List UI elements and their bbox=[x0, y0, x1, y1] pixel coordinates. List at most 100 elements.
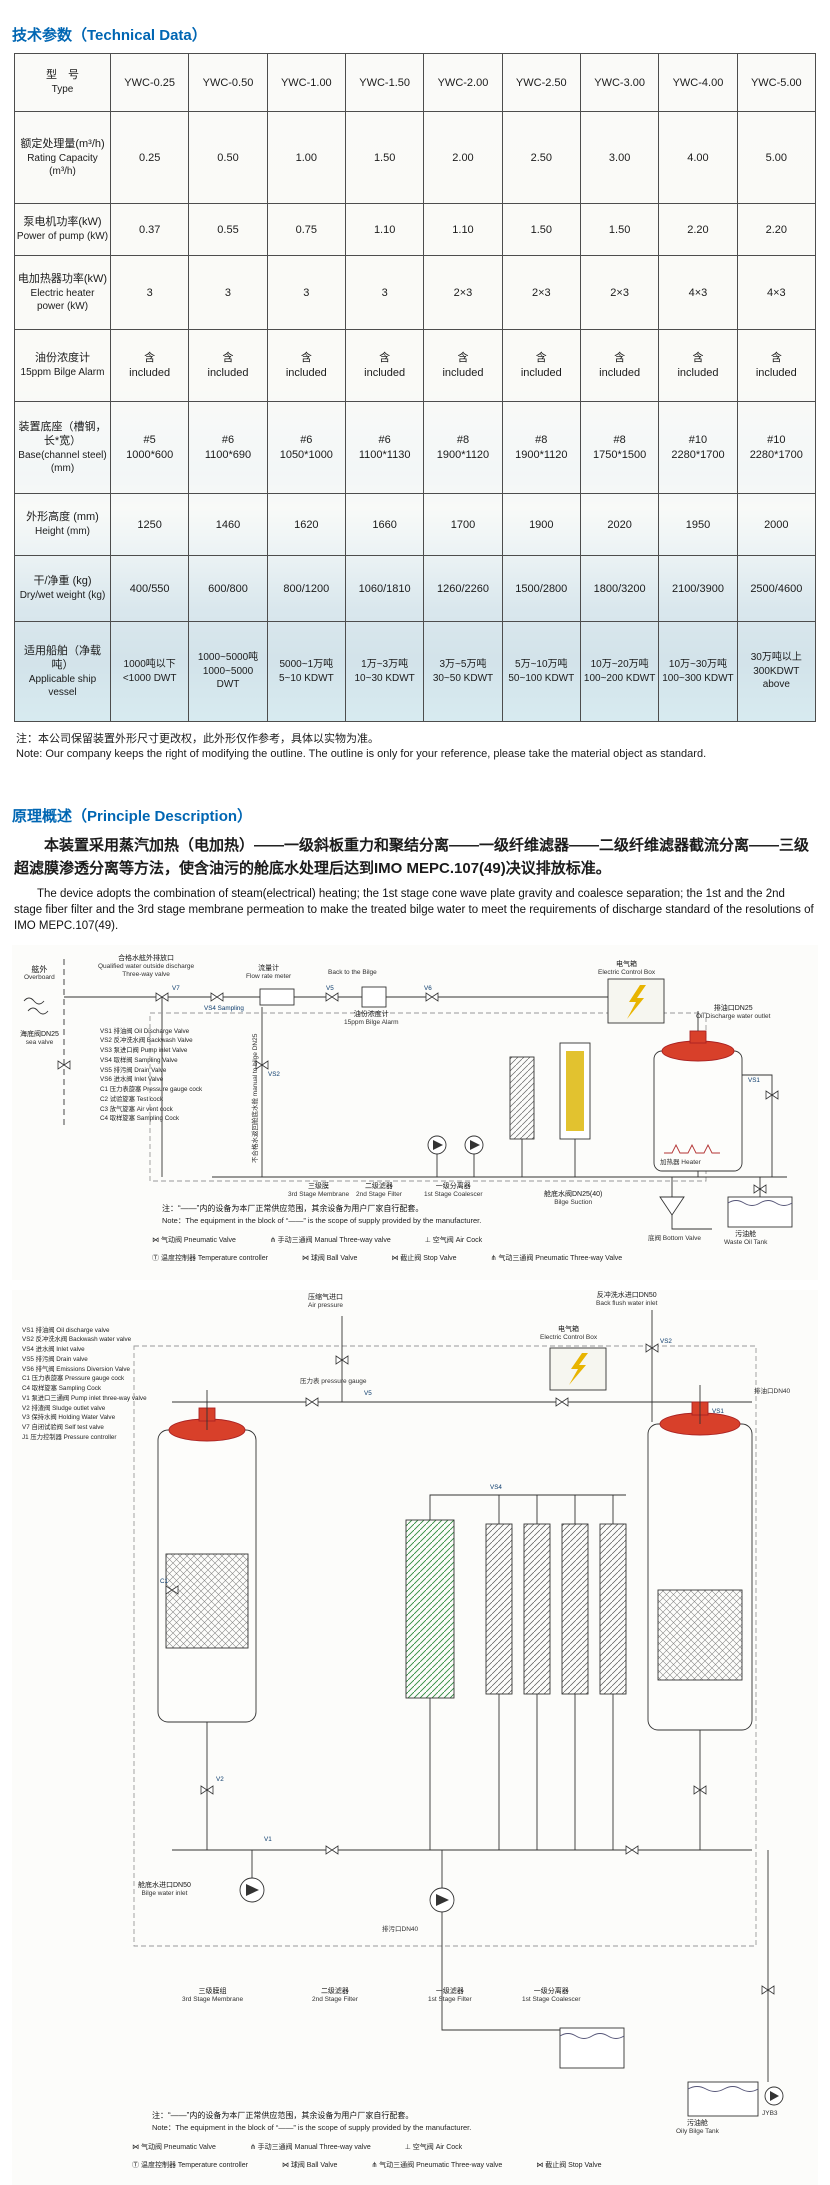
row-label: 干/净重 (kg) Dry/wet weight (kg) bbox=[14, 555, 111, 622]
electric-control-box bbox=[549, 1347, 607, 1391]
row-label: 油份浓度计 15ppm Bilge Alarm bbox=[14, 329, 111, 402]
row-height: 外形高度 (mm) Height (mm) 1250 1460 1620 166… bbox=[14, 493, 817, 556]
cell: 0.37 bbox=[109, 203, 190, 256]
back-to-bilge-label: Back to the Bilge bbox=[328, 968, 377, 976]
cell: 3.00 bbox=[579, 111, 660, 204]
legend-item: ⋔ 气动三通阀 Pneumatic Three-way valve bbox=[371, 2161, 503, 2169]
cell: 1260/2260 bbox=[423, 555, 503, 622]
principle-text-en: The device adopts the combination of ste… bbox=[14, 888, 814, 933]
cell: 0.50 bbox=[188, 111, 268, 204]
legend-item: ⊥ 空气阀 Air Cock bbox=[424, 1236, 483, 1244]
cell: 2×3 bbox=[501, 255, 581, 330]
sea-waves-icon bbox=[23, 997, 49, 1015]
model-header: YWC-5.00 bbox=[736, 53, 817, 112]
cell: 2.20 bbox=[736, 203, 817, 256]
cell: 0.55 bbox=[188, 203, 268, 256]
pump-icon bbox=[427, 1135, 447, 1155]
cell: 2.20 bbox=[658, 203, 738, 256]
model-header: YWC-1.50 bbox=[344, 53, 425, 112]
diagram2-legend-row2: Ⓣ 温度控制器 Temperature controller ⋈ 球阀 Ball… bbox=[132, 2160, 634, 2170]
valve-tag: V6 bbox=[424, 984, 432, 992]
valve-tag: V5 bbox=[326, 984, 334, 992]
cell: 3 bbox=[344, 255, 425, 330]
pump-icon bbox=[239, 1877, 265, 1903]
pump-icon bbox=[464, 1135, 484, 1155]
diagram1-legend-row2: Ⓣ 温度控制器 Temperature controller ⋈ 球阀 Ball… bbox=[152, 1253, 654, 1263]
bottom-piping bbox=[212, 1074, 787, 1178]
cell: 2500/4600 bbox=[736, 555, 817, 622]
principle-text-cn: 本装置采用蒸汽加热（电加热）——一级斜板重力和聚结分离——一级纤维滤器——二级纤… bbox=[14, 836, 810, 878]
cell: 1900 bbox=[501, 493, 581, 556]
cell: 2×3 bbox=[579, 255, 660, 330]
cell: 2.00 bbox=[423, 111, 503, 204]
cell: 2100/3900 bbox=[658, 555, 738, 622]
diagram1-note-cn: 注：“——”内的设备为本厂正常供应范围，其余设备为用户厂家自行配套。 bbox=[162, 1203, 424, 1213]
diagram1-legend-row1: ⋈ 气动阀 Pneumatic Valve ⋔ 手动三通阀 Manual Thr… bbox=[152, 1235, 514, 1245]
oily-water-tank bbox=[687, 2081, 759, 2117]
valve-tag: V2 bbox=[216, 1775, 224, 1783]
lightning-icon bbox=[627, 984, 646, 1019]
valve-tag: C1 bbox=[160, 1577, 169, 1585]
legend-item: ⋔ 手动三通阀 Manual Three-way valve bbox=[249, 2143, 371, 2151]
diagram1-note-en: Note：The equipment in the block of “——” … bbox=[162, 1215, 482, 1225]
cell: 4×3 bbox=[658, 255, 738, 330]
model-header: YWC-0.50 bbox=[188, 53, 268, 112]
steam-heater-unit bbox=[405, 1494, 486, 1699]
cell: 800/1200 bbox=[266, 555, 346, 622]
cell: 3 bbox=[266, 255, 346, 330]
cell: 400/550 bbox=[109, 555, 190, 622]
table-note-en: Note: Our company keeps the right of mod… bbox=[16, 748, 707, 761]
tech-data-header: 技术参数（Technical Data） bbox=[12, 27, 207, 44]
legend-item: ⋔ 手动三通阀 Manual Three-way valve bbox=[269, 1236, 391, 1244]
cell: 0.75 bbox=[266, 203, 346, 256]
return-pipe-label: 不合格水返回舱底水舱 manual to bilge DN25 bbox=[252, 1033, 259, 1163]
row-weight: 干/净重 (kg) Dry/wet weight (kg) 400/550 60… bbox=[14, 555, 817, 622]
row-label: 电加热器功率(kW) Electric heater power (kW) bbox=[14, 255, 111, 330]
valve-tag: VS4 bbox=[490, 1483, 502, 1491]
cell: 2020 bbox=[579, 493, 660, 556]
cell: 1500/2800 bbox=[501, 555, 581, 622]
legend-item: ⋔ 气动三通阀 Pneumatic Three-way Valve bbox=[490, 1254, 623, 1262]
first-stage-tank bbox=[653, 1010, 743, 1172]
cell: 1.50 bbox=[501, 203, 581, 256]
legend-item: ⋈ 球阀 Ball Valve bbox=[281, 2161, 338, 2169]
cell: 5.00 bbox=[736, 111, 817, 204]
coalescer-tank bbox=[647, 1384, 753, 1731]
cell: 1700 bbox=[423, 493, 503, 556]
legend-item: Ⓣ 温度控制器 Temperature controller bbox=[152, 1254, 268, 1262]
model-header: YWC-2.00 bbox=[423, 53, 503, 112]
valve-tag: VS1 bbox=[712, 1407, 724, 1415]
cell: 1800/3200 bbox=[579, 555, 660, 622]
table-note: 注：本公司保留装置外形尺寸更改权，此外形仅作参考，具体以实物为准。 Note: … bbox=[16, 732, 814, 763]
drain-outlet-label: 排污口DN40 bbox=[382, 1925, 419, 1933]
electric-control-box bbox=[607, 978, 665, 1024]
cell: 1660 bbox=[344, 493, 425, 556]
top-piping bbox=[172, 1309, 752, 1422]
oil-outlet-label: 排油口DN40 bbox=[754, 1387, 791, 1395]
cell: 2×3 bbox=[423, 255, 503, 330]
table-header-row: 型 号 Type YWC-0.25 YWC-0.50 YWC-1.00 YWC-… bbox=[14, 53, 817, 112]
